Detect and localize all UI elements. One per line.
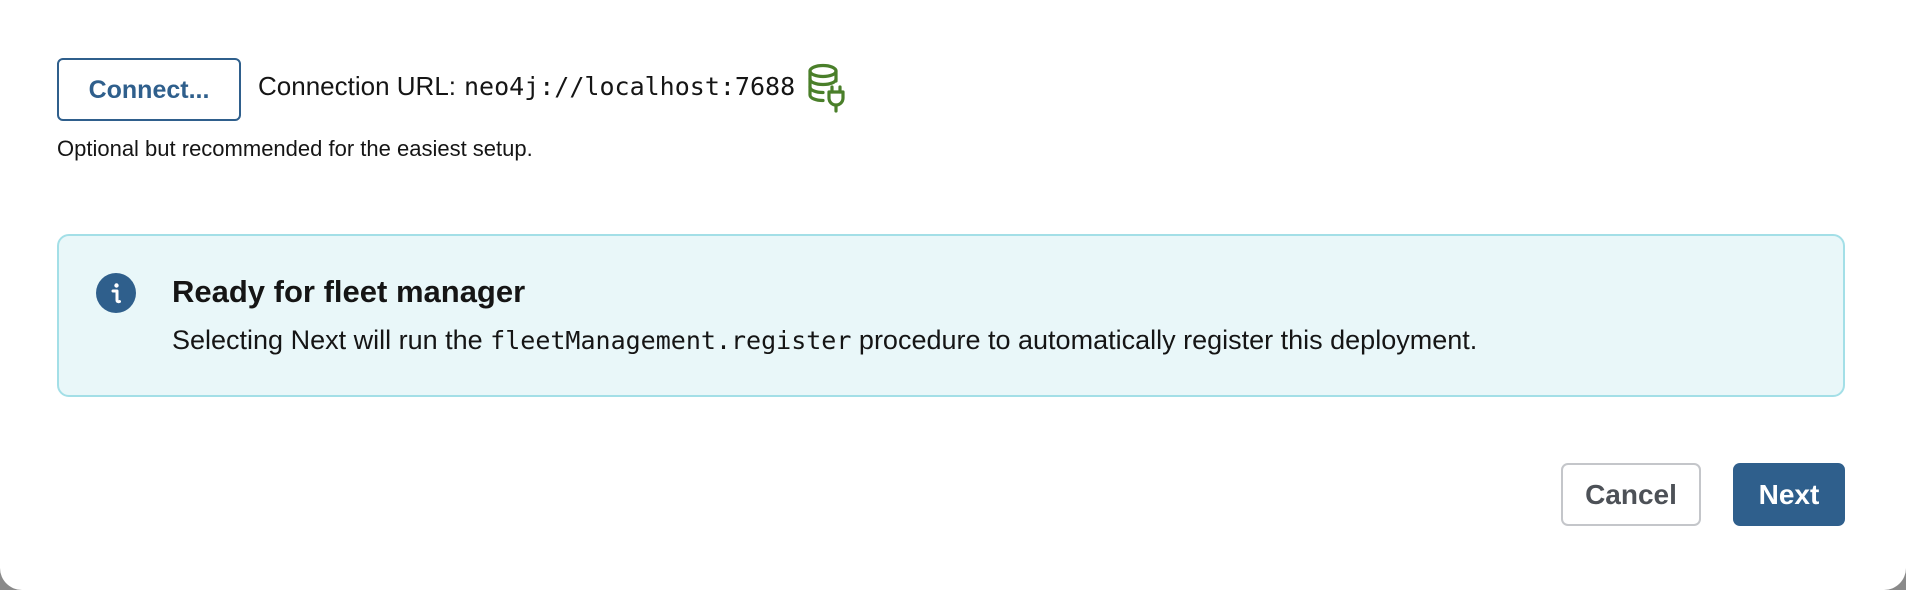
connection-helper-text: Optional but recommended for the easiest…: [57, 136, 533, 161]
connection-url-label: Connection URL:: [258, 71, 456, 101]
connection-url-value: neo4j://localhost:7688: [464, 72, 796, 101]
info-banner: Ready for fleet manager Selecting Next w…: [57, 234, 1845, 397]
connect-button[interactable]: Connect...: [57, 58, 241, 121]
info-icon: [96, 273, 136, 313]
next-button[interactable]: Next: [1733, 463, 1845, 526]
info-body-suffix: procedure to automatically register this…: [858, 325, 1478, 355]
procedure-name: fleetManagement.register: [490, 326, 852, 355]
connection-row: Connect... Connection URL: neo4j://local…: [57, 58, 847, 121]
info-body-prefix: Selecting Next will run the: [172, 325, 483, 355]
database-plug-icon: [808, 63, 845, 113]
info-banner-body: Selecting Next will run the fleetManagem…: [172, 325, 1477, 356]
cancel-button[interactable]: Cancel: [1561, 463, 1701, 526]
info-banner-title: Ready for fleet manager: [172, 274, 526, 309]
